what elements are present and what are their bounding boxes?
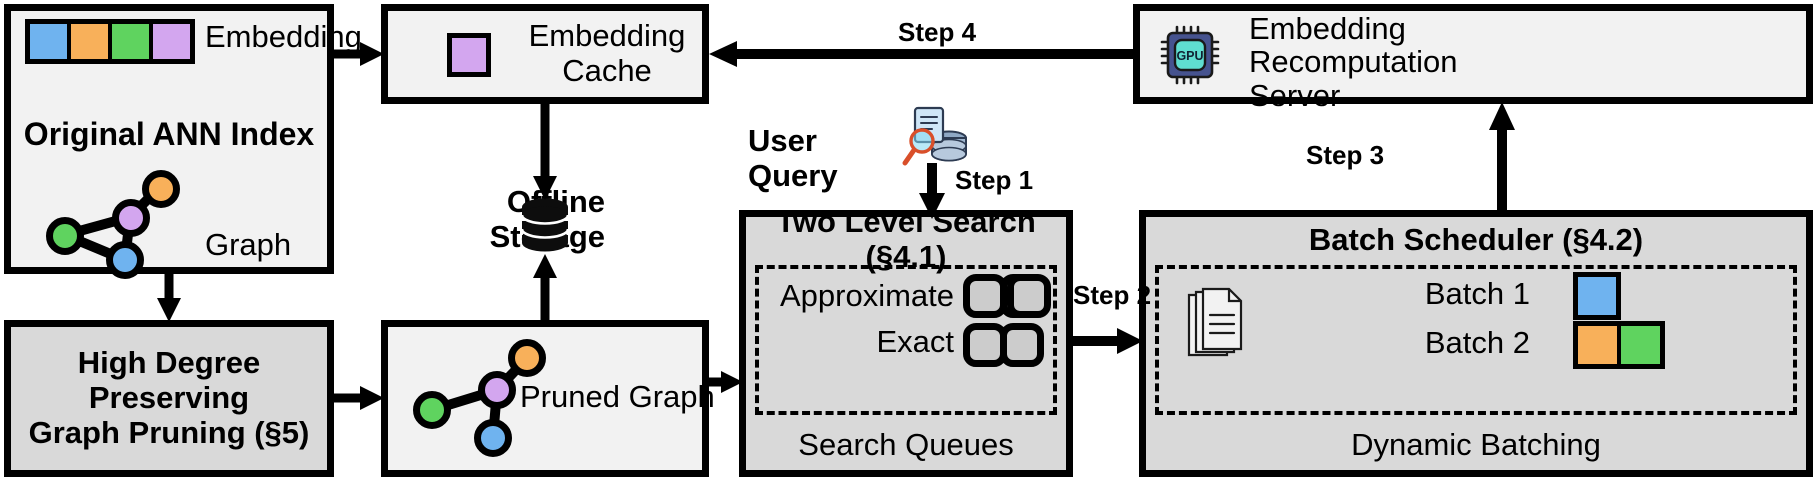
pruned-graph-node-orange: [508, 339, 546, 377]
recomputation-server-box: [1133, 4, 1813, 104]
pruned-graph-label: Pruned Graph: [520, 379, 715, 414]
dynamic-batching-dashed-region: [1155, 265, 1797, 415]
original-graph-label: Graph: [205, 227, 292, 262]
embedding-swatch-row: [25, 19, 195, 64]
arrow-step-2: [1073, 328, 1143, 354]
two-level-search-title: Two Level Search (§4.1): [776, 204, 1036, 274]
batch-scheduler-title: Batch Scheduler (§4.2): [1308, 221, 1644, 257]
step-3-label: Step 3: [1306, 140, 1385, 170]
recomputation-server-label: Embedding Recomputation Server: [1249, 11, 1458, 113]
pruned-graph-node-blue: [474, 419, 512, 457]
embedding-cache-box: [381, 4, 709, 104]
embedding-swatch-orange: [71, 24, 112, 59]
exact-queue-slot-2: [1000, 323, 1044, 367]
batch-2-swatch-row: [1573, 321, 1665, 369]
query-search-database-icon: [902, 106, 967, 166]
approximate-row-label: Approximate: [779, 278, 954, 313]
arrow-ann-index-to-embedding-cache: [334, 42, 384, 66]
exact-row-label: Exact: [876, 324, 954, 359]
arrow-pruned-graph-to-two-level-search: [709, 371, 743, 393]
search-queues-dashed-region: [755, 265, 1057, 415]
embedding-swatch-green: [112, 24, 153, 59]
original-graph-node-orange: [142, 170, 180, 208]
pruned-graph-node-purple: [478, 371, 516, 409]
dynamic-batching-footer: Dynamic Batching: [1351, 426, 1601, 462]
batch-2-swatch-orange: [1578, 326, 1621, 364]
database-cylinder-icon: [520, 198, 570, 252]
embedding-swatch-purple: [153, 24, 190, 59]
arrow-embedding-cache-to-offline-storage: [533, 104, 557, 200]
documents-icon: [1187, 287, 1243, 357]
original-ann-index-title: Original ANN Index: [23, 116, 315, 153]
batch-1-label: Batch 1: [1424, 276, 1530, 311]
batch-scheduler-box: [1139, 210, 1813, 477]
embedding-cache-swatch-purple: [447, 33, 491, 77]
two-level-search-box: [739, 210, 1073, 477]
user-query-label: User Query: [748, 123, 838, 193]
arrow-step-4: [709, 41, 1137, 67]
embedding-label: Embedding: [205, 19, 362, 54]
arrow-step-1: [919, 163, 945, 219]
batch-2-label: Batch 2: [1424, 325, 1530, 360]
svg-text:GPU: GPU: [1176, 49, 1203, 63]
step-2-label: Step 2: [1073, 280, 1152, 310]
batch-1-swatch-row: [1573, 272, 1621, 320]
embedding-swatch-blue: [30, 24, 71, 59]
gpu-chip-icon: GPU: [1160, 25, 1220, 85]
original-graph-node-purple: [112, 199, 150, 237]
arrow-step-3: [1489, 102, 1515, 214]
batch-2-swatch-green: [1621, 326, 1660, 364]
graph-pruning-box: [4, 320, 334, 477]
step-1-label: Step 1: [955, 165, 1034, 195]
pruned-graph-node-green: [413, 391, 451, 429]
original-graph-node-green: [46, 217, 84, 255]
arrow-ann-index-to-graph-pruning: [157, 274, 181, 322]
offline-storage-label: Offline Storage: [415, 184, 605, 254]
original-graph-node-blue: [106, 241, 144, 279]
embedding-cache-label: Embedding Cache: [528, 18, 686, 88]
search-queues-footer: Search Queues: [798, 426, 1014, 462]
approximate-queue-slot-3: [1007, 274, 1051, 318]
arrow-pruned-graph-to-offline-storage: [533, 254, 557, 324]
step-4-label: Step 4: [898, 17, 977, 47]
graph-pruning-label: High Degree Preserving Graph Pruning (§5…: [28, 345, 310, 450]
arrow-graph-pruning-to-pruned-graph: [334, 386, 384, 410]
batch-1-swatch-blue: [1578, 277, 1616, 315]
